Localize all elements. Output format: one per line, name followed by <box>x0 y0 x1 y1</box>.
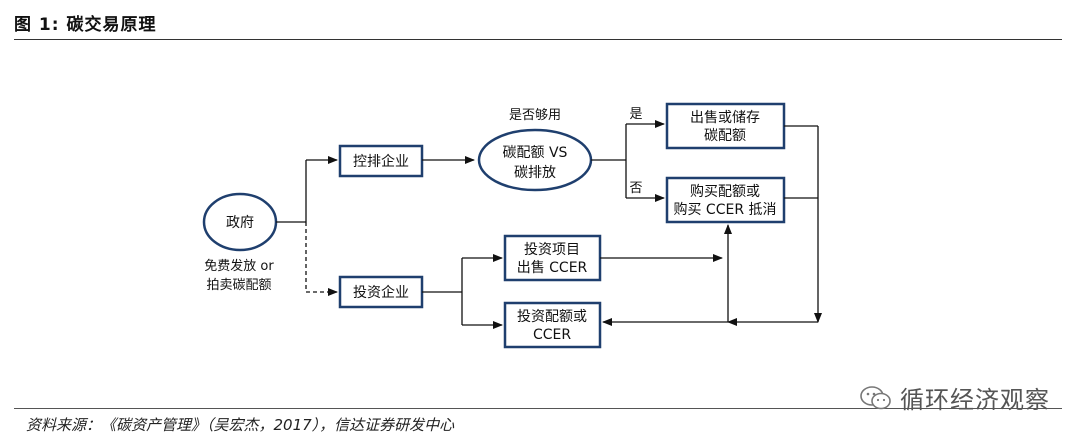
sell-store-line1: 出售或储存 <box>690 110 760 126</box>
compare-question: 是否够用 <box>509 108 561 123</box>
yes-label: 是 <box>629 107 642 122</box>
invest-quota-line2: CCER <box>533 327 571 343</box>
project-line2: 出售 CCER <box>517 260 588 276</box>
watermark: 循环经济观察 <box>860 380 1050 415</box>
invest-enterprise-box <box>338 275 424 309</box>
control-enterprise-box <box>338 144 424 178</box>
buy-line2: 购买 CCER 抵消 <box>673 202 776 218</box>
invest-quota-line1: 投资配额或 <box>517 309 587 325</box>
no-label: 否 <box>629 181 642 196</box>
compare-line1: 碳配额 VS <box>503 145 568 161</box>
header-divider <box>14 39 1062 40</box>
project-line1: 投资项目 <box>524 242 580 258</box>
chat-bubble-icon <box>860 385 891 409</box>
watermark-text: 循环经济观察 <box>900 386 1050 414</box>
control-enterprise-label: 控排企业 <box>353 153 409 170</box>
figure-title: 图 1: 碳交易原理 <box>14 15 157 35</box>
buy-line1: 购买配额或 <box>690 184 760 200</box>
source-note: 资料来源：《碳资产管理》（吴宏杰，2017），信达证券研发中心 <box>26 416 455 434</box>
invest-enterprise-label: 投资企业 <box>353 284 409 301</box>
government-label: 政府 <box>226 215 254 231</box>
invest-quota-box <box>503 301 602 349</box>
gov-caption-line2: 拍卖碳配额 <box>206 278 271 293</box>
gov-caption-line1: 免费发放 or <box>204 258 274 274</box>
compare-line2: 碳排放 <box>514 165 556 181</box>
buy-quota-box <box>665 176 786 224</box>
footer-divider <box>14 408 1062 409</box>
sell-store-line2: 碳配额 <box>704 128 746 144</box>
